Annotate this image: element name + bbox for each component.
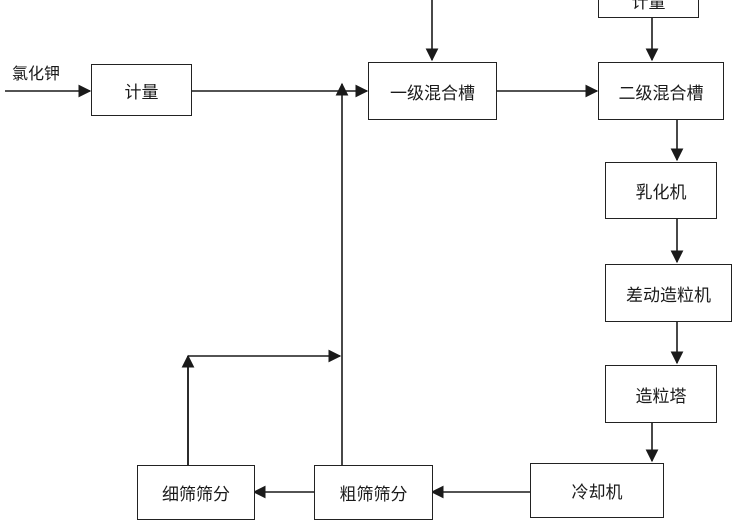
tower-box: 造粒塔 <box>605 365 717 423</box>
mix2-box: 二级混合槽 <box>598 62 724 120</box>
meter-top-box: 计量 <box>598 0 699 18</box>
emulsifier-box: 乳化机 <box>605 162 717 219</box>
cooler-box: 冷却机 <box>530 463 664 518</box>
coarse-screen-box: 粗筛筛分 <box>314 465 433 520</box>
mix1-box: 一级混合槽 <box>368 62 497 120</box>
input-label-kcl: 氯化钾 <box>12 64 61 83</box>
meter-left-box: 计量 <box>91 64 192 116</box>
fine-screen-box: 细筛筛分 <box>137 465 255 520</box>
granulator-box: 差动造粒机 <box>605 264 732 322</box>
flow-arrows <box>5 0 684 499</box>
